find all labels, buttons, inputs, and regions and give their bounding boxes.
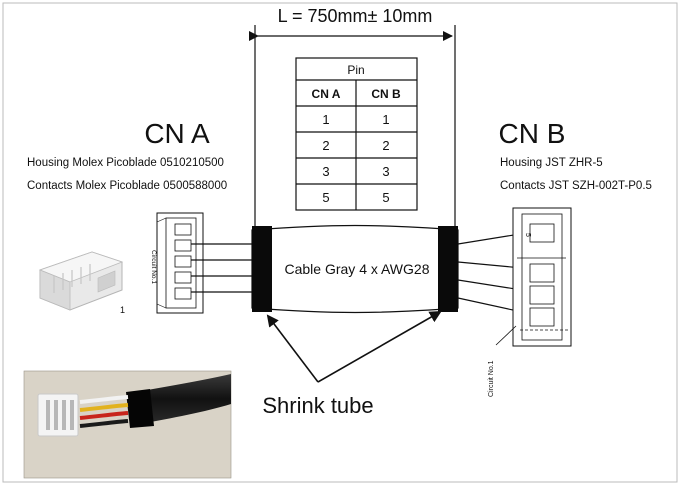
shrink-tube-left — [252, 226, 272, 312]
shrink-tube-label: Shrink tube — [262, 393, 373, 418]
cn-a-contacts: Contacts Molex Picoblade 0500588000 — [27, 180, 227, 192]
cable-body: Cable Gray 4 x AWG28 — [251, 224, 459, 314]
cn-a-connector-drawing: Circuit No.1 — [150, 212, 204, 314]
pin-table-title: Pin — [347, 63, 364, 77]
pin-table-cell: 5 — [322, 190, 329, 205]
cn-b-circuit-label: Circuit No.1 — [488, 360, 495, 397]
cn-a-title: CN A — [144, 118, 210, 149]
pin-table-cell: 1 — [322, 112, 329, 127]
pin-table-header-cn-a: CN A — [312, 87, 341, 101]
cn-a-connector-render: 1 — [38, 251, 125, 315]
cn-b-housing: Housing JST ZHR-5 — [500, 157, 603, 169]
cn-b-wires — [457, 233, 523, 313]
pin-table: Pin CN A CN B 1 1 2 2 3 3 5 5 — [295, 57, 418, 211]
pin-table-cell: 3 — [382, 164, 389, 179]
cn-b-pin-marker: 5 — [524, 233, 531, 237]
cn-b-contacts: Contacts JST SZH-002T-P0.5 — [500, 180, 652, 192]
cn-b-title: CN B — [499, 118, 566, 149]
cn-a-housing: Housing Molex Picoblade 0510210500 — [27, 157, 224, 169]
length-label: L = 750mm± 10mm — [278, 6, 433, 26]
cn-b-connector-drawing: 5 Circuit No.1 — [488, 207, 572, 397]
cable-photo — [23, 370, 232, 479]
shrink-tube-right — [438, 226, 458, 312]
shrink-tube-callout: Shrink tube — [262, 311, 442, 418]
pin-table-cell: 2 — [382, 138, 389, 153]
cable-label: Cable Gray 4 x AWG28 — [285, 261, 430, 277]
cn-a-wires — [191, 243, 252, 293]
pin-table-cell: 2 — [322, 138, 329, 153]
pin-table-cell: 5 — [382, 190, 389, 205]
pin-table-cell: 1 — [382, 112, 389, 127]
pin-table-header-cn-b: CN B — [371, 87, 401, 101]
cn-a-render-pin-marker: 1 — [120, 305, 125, 315]
pin-table-cell: 3 — [322, 164, 329, 179]
cn-a-circuit-label: Circuit No.1 — [150, 250, 157, 284]
length-dimension: L = 750mm± 10mm — [249, 4, 456, 232]
